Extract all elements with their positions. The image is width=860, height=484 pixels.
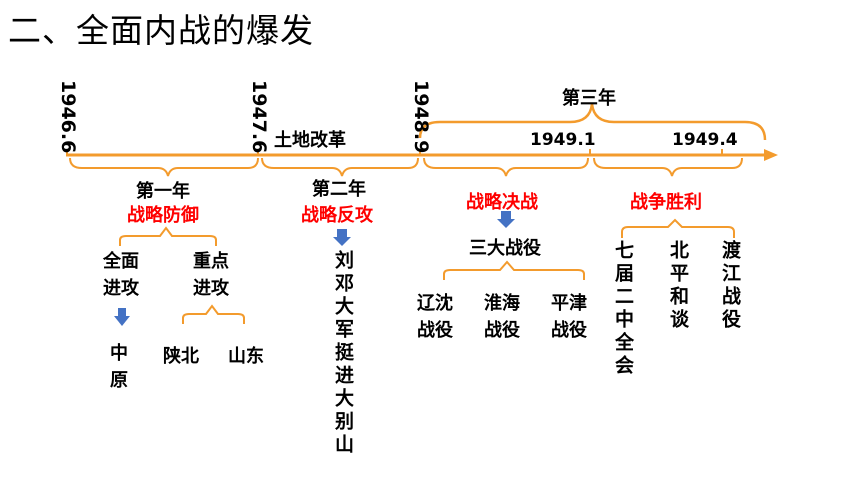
year2-label: 第二年 bbox=[312, 179, 366, 200]
pingjin-line1: 平津 bbox=[551, 293, 587, 314]
date-1949-4: 1949.4 bbox=[672, 130, 738, 150]
strategic-counteroffensive-label: 战略反攻 bbox=[301, 205, 373, 226]
focused-attack-bracket bbox=[182, 304, 245, 324]
central-plains-line2: 原 bbox=[110, 370, 128, 391]
full-scale-attack-line1: 全面 bbox=[103, 251, 139, 272]
battles-bracket bbox=[443, 260, 585, 280]
war-victory-label: 战争胜利 bbox=[630, 192, 702, 213]
focused-attack-line1: 重点 bbox=[193, 251, 229, 272]
full-scale-attack: 全面 进攻 bbox=[103, 248, 139, 302]
arrow-to-dabie bbox=[333, 229, 351, 246]
year1-label: 第一年 bbox=[136, 181, 190, 202]
year2-brace bbox=[261, 157, 419, 177]
focused-attack-line2: 进攻 bbox=[193, 278, 229, 299]
yangtze-crossing-event: 渡江战役 bbox=[719, 240, 741, 332]
year3-brace bbox=[423, 157, 589, 177]
arrow-to-three-battles bbox=[497, 211, 515, 228]
year1-brace bbox=[69, 157, 259, 177]
date-1947-6: 1947.6 bbox=[248, 80, 270, 154]
peiping-talks-event: 北平和谈 bbox=[667, 240, 689, 332]
full-scale-attack-line2: 进攻 bbox=[103, 278, 139, 299]
liaoshen-battle: 辽沈 战役 bbox=[417, 290, 453, 344]
victory-brace bbox=[593, 157, 743, 177]
strategic-decisive-label: 战略决战 bbox=[466, 192, 538, 213]
central-plains: 中 原 bbox=[110, 340, 128, 394]
third-year-brace bbox=[418, 103, 767, 141]
strategic-defense-label: 战略防御 bbox=[127, 205, 199, 226]
third-year-label: 第三年 bbox=[562, 88, 616, 109]
central-plains-line1: 中 bbox=[110, 343, 128, 364]
focused-attack: 重点 进攻 bbox=[193, 248, 229, 302]
huaihai-battle: 淮海 战役 bbox=[484, 290, 520, 344]
date-1948-9: 1948.9 bbox=[410, 80, 432, 154]
date-1946-6: 1946.6 bbox=[57, 80, 79, 154]
liaoshen-line1: 辽沈 bbox=[417, 293, 453, 314]
dabie-mountains-event: 刘邓大军挺进大别山 bbox=[332, 250, 354, 457]
huaihai-line1: 淮海 bbox=[484, 293, 520, 314]
victory-bracket bbox=[621, 218, 735, 238]
pingjin-battle: 平津 战役 bbox=[551, 290, 587, 344]
three-battles-label: 三大战役 bbox=[469, 238, 541, 259]
second-plenum-event: 七届二中全会 bbox=[612, 240, 634, 378]
date-1949-1: 1949.1 bbox=[530, 130, 596, 150]
land-reform-label: 土地改革 bbox=[274, 130, 346, 151]
pingjin-line2: 战役 bbox=[551, 320, 587, 341]
defense-split-bracket bbox=[119, 226, 217, 246]
liaoshen-line2: 战役 bbox=[417, 320, 453, 341]
arrow-to-central-plains bbox=[114, 308, 130, 326]
timeline-arrowhead bbox=[764, 149, 778, 161]
shandong-label: 山东 bbox=[228, 346, 264, 367]
shaanbei-label: 陕北 bbox=[163, 346, 199, 367]
huaihai-line2: 战役 bbox=[484, 320, 520, 341]
page-title: 二、全面内战的爆发 bbox=[8, 11, 314, 50]
